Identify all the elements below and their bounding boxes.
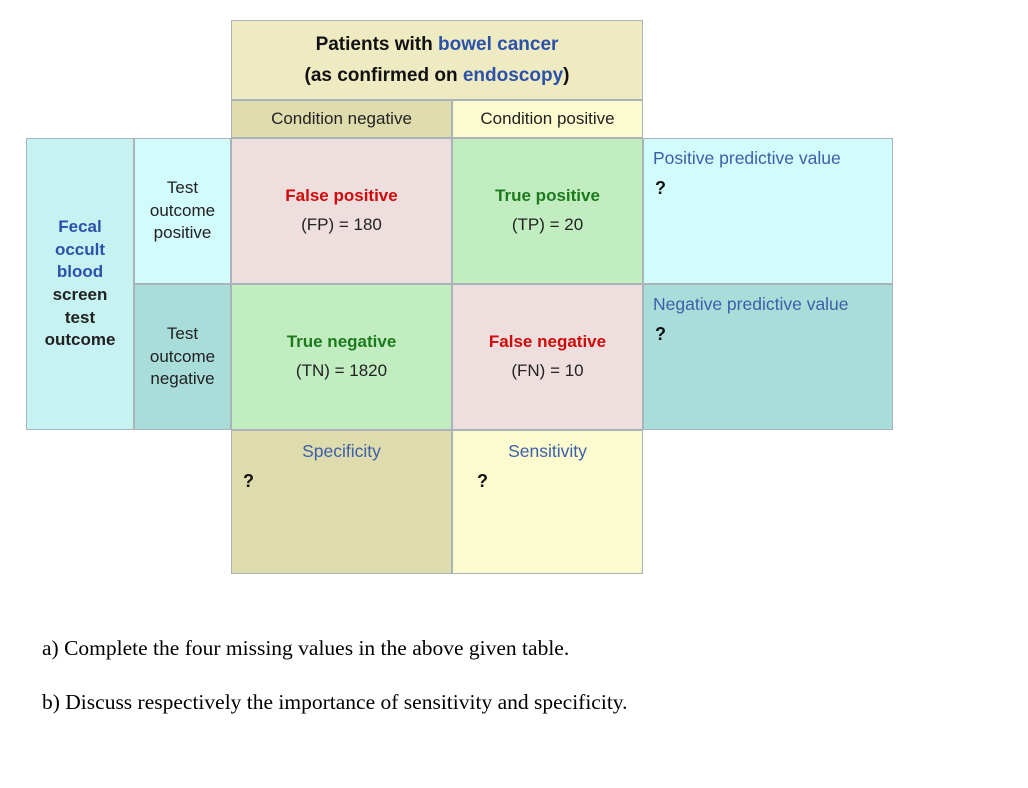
cell-true-negative-value: (TN) = 1820 xyxy=(295,361,388,380)
row-group-label-line-1: Fecal xyxy=(58,217,102,237)
confusion-matrix-table: Patients with bowel cancer (as confirmed… xyxy=(26,20,893,574)
row-group-label-line-4: screen xyxy=(52,285,108,304)
table-title-line-1: Patients with bowel cancer xyxy=(316,29,559,60)
question-a: a) Complete the four missing values in t… xyxy=(42,636,570,660)
ppv-label: Positive predictive value xyxy=(653,148,841,168)
cell-false-negative-value: (FN) = 10 xyxy=(511,361,584,380)
row-group-label-line-3: blood xyxy=(56,262,104,282)
row-header-positive-line-1: Test xyxy=(166,178,199,198)
title-line1-highlight: bowel cancer xyxy=(438,33,559,55)
row-header-negative-line-2: outcome xyxy=(149,346,216,366)
sensitivity-label: Sensitivity xyxy=(508,441,587,461)
title-line2-highlight: endoscopy xyxy=(462,65,564,86)
specificity-value-placeholder: ? xyxy=(243,471,254,492)
cell-true-negative-label: True negative xyxy=(286,332,397,352)
row-group-label-line-5: test xyxy=(64,307,96,327)
row-header-test-outcome-positive: Test outcome positive xyxy=(134,138,231,284)
column-header-condition-negative: Condition negative xyxy=(231,100,452,138)
row-group-label-line-6: outcome xyxy=(44,330,116,350)
row-group-label-fecal-occult-blood: Fecal occult blood screen test outcome xyxy=(26,138,134,430)
row-header-negative-line-3: negative xyxy=(150,369,215,389)
row-header-test-outcome-negative: Test outcome negative xyxy=(134,284,231,430)
cell-true-negative: True negative (TN) = 1820 xyxy=(231,284,452,430)
question-b: b) Discuss respectively the importance o… xyxy=(42,690,628,714)
row-header-positive-line-2: outcome xyxy=(149,200,216,220)
sensitivity-value-placeholder: ? xyxy=(477,471,488,492)
npv-label: Negative predictive value xyxy=(653,294,849,314)
cell-positive-predictive-value: Positive predictive value ? xyxy=(643,138,893,284)
row-group-label-line-2: occult xyxy=(54,239,106,259)
specificity-label: Specificity xyxy=(302,441,381,461)
column-header-condition-positive-label: Condition positive xyxy=(480,108,615,128)
cell-true-positive-value: (TP) = 20 xyxy=(511,215,584,234)
cell-false-positive-value: (FP) = 180 xyxy=(301,215,382,234)
title-line2-suffix: ) xyxy=(563,65,570,86)
column-header-condition-negative-label: Condition negative xyxy=(271,108,412,128)
cell-false-positive: False positive (FP) = 180 xyxy=(231,138,452,284)
questions-block: a) Complete the four missing values in t… xyxy=(42,636,942,744)
column-header-condition-positive: Condition positive xyxy=(452,100,643,138)
cell-true-positive-label: True positive xyxy=(495,186,600,206)
row-header-negative-line-1: Test xyxy=(166,324,199,344)
cell-specificity: Specificity ? xyxy=(231,430,452,574)
cell-sensitivity: Sensitivity ? xyxy=(452,430,643,574)
cell-negative-predictive-value: Negative predictive value ? xyxy=(643,284,893,430)
title-line1-prefix: Patients with xyxy=(315,33,439,55)
cell-true-positive: True positive (TP) = 20 xyxy=(452,138,643,284)
cell-false-negative: False negative (FN) = 10 xyxy=(452,284,643,430)
title-line2-prefix: (as confirmed on xyxy=(304,65,463,86)
row-header-positive-line-3: positive xyxy=(153,223,212,243)
table-title-banner: Patients with bowel cancer (as confirmed… xyxy=(231,20,643,100)
cell-false-negative-label: False negative xyxy=(488,332,607,352)
cell-false-positive-label: False positive xyxy=(285,186,398,206)
table-title-line-2: (as confirmed on endoscopy) xyxy=(305,60,570,91)
npv-value-placeholder: ? xyxy=(655,324,666,345)
ppv-value-placeholder: ? xyxy=(655,178,666,199)
